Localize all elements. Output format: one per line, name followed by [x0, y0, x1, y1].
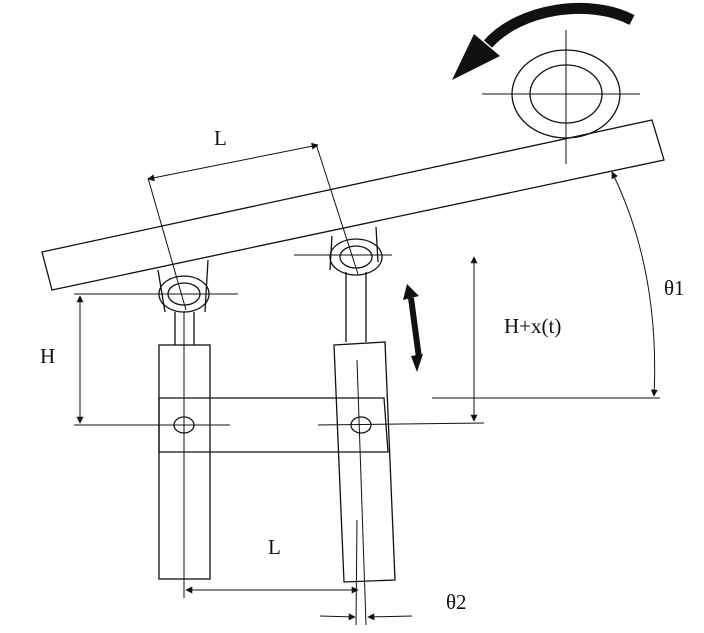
right-pin-joint	[294, 143, 392, 342]
theta1-arc	[611, 171, 658, 397]
curved-arrow-icon	[452, 2, 635, 80]
label-L-bottom: L	[268, 535, 281, 559]
right-cylinder	[333, 341, 396, 583]
label-theta2: θ2	[446, 590, 467, 614]
label-H: H	[40, 344, 56, 368]
roller	[482, 30, 640, 164]
label-L-top: L	[214, 126, 227, 150]
theta2-arrows	[319, 613, 413, 621]
inclined-beam	[41, 119, 665, 291]
crossbar	[158, 397, 389, 453]
dimension-L-top	[147, 142, 319, 182]
double-headed-arrow-icon	[403, 284, 423, 372]
left-pin-joint	[74, 177, 238, 345]
label-theta1: θ1	[664, 276, 685, 300]
label-H-plus-x: H+x(t)	[504, 314, 562, 338]
